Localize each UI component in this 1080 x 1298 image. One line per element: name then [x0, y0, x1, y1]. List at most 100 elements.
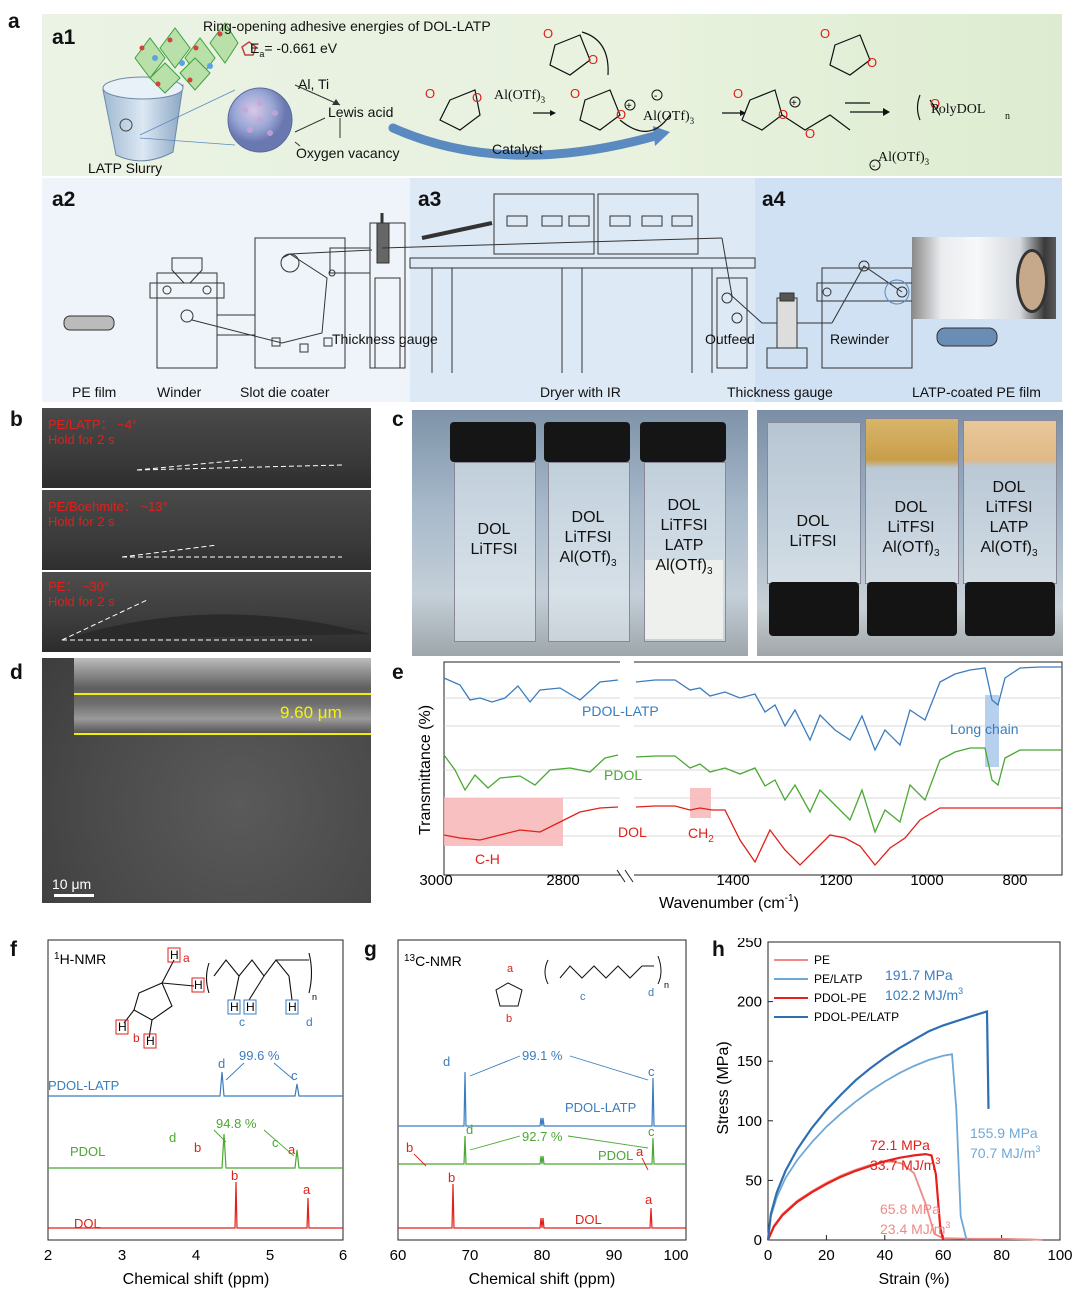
sem-inset-cross-section [74, 658, 371, 734]
catalyst-arrow [388, 123, 670, 160]
ftir-series-pdol-latp [443, 666, 1062, 752]
f-spectrum-pdol-latp [48, 1071, 343, 1097]
h-legend-label-2: PDOL-PE [814, 991, 867, 1005]
h-ytick-4: 200 [737, 994, 762, 1011]
b-row1-hold: Hold for 2 s [48, 432, 115, 447]
e-xtick-0: 3000 [419, 872, 452, 889]
g-dol-molecule [495, 955, 662, 1007]
f-spectrum-pdol [48, 1133, 343, 1169]
svg-text:O: O [425, 86, 435, 101]
b-row2-hold: Hold for 2 s [48, 514, 115, 529]
f-xlabel: Chemical shift (ppm) [123, 1271, 270, 1288]
lewis-acid-label: Lewis acid [328, 104, 394, 120]
panel-label-c: c [392, 408, 404, 431]
sem-line-bottom [74, 733, 371, 735]
f-molecule-atoms: H H H H H H H a b c d n [115, 947, 317, 1049]
h-xtick-3: 60 [935, 1247, 952, 1264]
f-pct1: 99.6 % [239, 1048, 280, 1063]
h-legend-label-1: PE/LATP [814, 972, 862, 986]
g-title: 13C-NMR [404, 953, 462, 969]
ch2-region-highlight [690, 788, 711, 818]
a1-arrows [294, 84, 341, 147]
svg-text:n: n [664, 980, 669, 990]
alotf3-label-1: Al(OTf)3 [494, 88, 546, 105]
catalyst-label: Catalyst [492, 141, 543, 157]
sem-thickness-label: 9.60 μm [280, 703, 342, 722]
svg-text:O: O [616, 107, 626, 122]
latp-coated-pe-label: LATP-coated PE film [912, 384, 1041, 400]
f-peak-d1: d [218, 1056, 225, 1071]
e-xlabel: Wavenumber (cm-1) [659, 893, 799, 912]
sem-scale-label: 10 μm [52, 876, 92, 892]
svg-text:O: O [778, 107, 788, 122]
h-ann-0: 191.7 MPa [885, 967, 953, 983]
f-xtick-3: 5 [266, 1247, 274, 1264]
ring-opening-mechanism: OOOOOOOOOOOOO +-+- [425, 26, 940, 172]
h-ann-4: 72.1 MPa [870, 1137, 930, 1153]
sem-scale-bar [54, 894, 94, 897]
g-spectrum-pdol [398, 1135, 686, 1165]
svg-text:n: n [312, 992, 317, 1002]
h-ytick-3: 150 [737, 1053, 762, 1070]
svg-text:d: d [306, 1015, 313, 1029]
h-ann-3: 70.7 MJ/m3 [970, 1144, 1040, 1161]
long-chain-highlight [985, 695, 999, 767]
crystal-structure-icon [134, 22, 239, 94]
f-title: 1H-NMR [54, 951, 106, 967]
svg-text:a: a [183, 951, 190, 965]
latp-coated-roll-photo [912, 237, 1056, 319]
h-xtick-2: 40 [876, 1247, 893, 1264]
g-peak-b2: b [406, 1140, 413, 1155]
svg-text:H: H [246, 1000, 255, 1014]
h-series-line-pdol-pe-latp [766, 1010, 990, 1241]
svg-text:d: d [648, 987, 654, 999]
svg-text:b: b [133, 1031, 140, 1045]
svg-text:O: O [805, 126, 815, 141]
h-ann-5: 33.7 MJ/m3 [870, 1156, 940, 1173]
f-peak-d2: d [169, 1130, 176, 1145]
svg-text:O: O [472, 90, 482, 105]
h-xlabel: Strain (%) [878, 1271, 949, 1288]
al-ti-label: Al, Ti [298, 76, 330, 92]
h-ytick-5: 250 [737, 938, 762, 951]
svg-text:H: H [146, 1034, 155, 1048]
f-peak-c2: c [272, 1135, 279, 1150]
g-peak-c1: c [648, 1064, 655, 1079]
thickness-gauge-label-2: Thickness gauge [727, 384, 833, 400]
g-peak-a2: a [636, 1144, 644, 1159]
svg-text:H: H [288, 1000, 297, 1014]
sem-image: 9.60 μm 10 μm [42, 658, 371, 903]
b-row2-angle: PE/Boehmite： ~13° [48, 499, 168, 514]
panel-label-a2: a2 [52, 188, 76, 211]
svg-text:+: + [791, 98, 797, 109]
g-xtick-3: 90 [606, 1247, 623, 1264]
f-peak-a2: a [288, 1142, 296, 1157]
f-peak-b3: b [231, 1168, 238, 1183]
h-ytick-2: 100 [737, 1113, 762, 1130]
svg-text:O: O [930, 96, 940, 111]
svg-text:H: H [230, 1000, 239, 1014]
h-ann-7: 23.4 MJ/m3 [880, 1220, 950, 1237]
pentagon-icon [241, 41, 257, 56]
e-label-pdol: PDOL [604, 767, 642, 783]
ea-value: Ea= -0.661 eV [250, 40, 338, 59]
b-row1-angle: PE/LATP： ~4° [48, 417, 138, 432]
h-ytick-1: 50 [745, 1172, 762, 1189]
winder-label: Winder [157, 384, 202, 400]
alotf3-label-3: Al(OTf)3 [878, 150, 930, 167]
svg-text:c: c [239, 1015, 245, 1029]
polydol-label: PolyDOL [931, 102, 986, 117]
e-ann-ch: C-H [475, 851, 500, 867]
svg-text:+: + [626, 101, 632, 112]
b-row3-angle: PE： ~30° [48, 579, 110, 594]
e-label-pdol-latp: PDOL-LATP [582, 703, 659, 719]
ftir-series-pdol [443, 747, 1062, 834]
g-spectrum-dol [398, 1183, 686, 1229]
panel-label-b: b [10, 408, 23, 431]
h-series-line-pdol-pe [766, 1152, 945, 1241]
e-ann-long-chain: Long chain [950, 721, 1019, 737]
